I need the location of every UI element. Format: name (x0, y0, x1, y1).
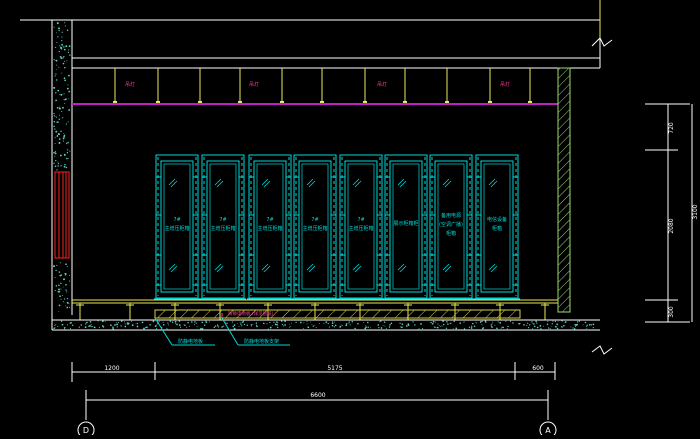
dim-right-1: 720 (668, 122, 675, 134)
ceiling-hangers (113, 68, 532, 104)
cabinet-label: 展示柜箱柜 (393, 220, 418, 227)
ceiling-tag: 吊灯 (500, 81, 510, 88)
cabinet-label: 主增压柜箱 (348, 225, 373, 232)
cabinet-label: 电信设备 (487, 216, 507, 223)
break-line-top (591, 0, 613, 47)
left-wall (51, 20, 73, 330)
cabinet-label: 柜箱 (446, 230, 456, 237)
callout-left-label: 防静电地板 (178, 338, 203, 345)
cabinet-label: 7# (311, 217, 318, 223)
floor-tag-text: 防静电地板 (详见图纸) (228, 310, 274, 317)
cabinet-label: 7# (173, 217, 180, 223)
cabinet-label: (空调广播) (439, 221, 463, 228)
axis-marker-right: A (539, 421, 557, 439)
axis-right-label: A (545, 426, 551, 435)
cabinet-label: 主增压柜箱 (164, 225, 189, 232)
right-dimensions: 720 2080 300 3100 (645, 103, 699, 323)
floor-callouts: 防静电地板 (详见图纸) 防静电地板 防静电地板支架 (154, 310, 290, 346)
cabinet: 7# 主增压柜箱 (338, 154, 384, 300)
cabinet-label: 7# (219, 217, 226, 223)
cabinet-label: 7# (357, 217, 364, 223)
dim-right-2: 2080 (668, 218, 675, 233)
ceiling-slab (20, 0, 601, 105)
dim-bottom-3: 600 (532, 365, 544, 372)
cabinet-label: 备用电源 (441, 212, 461, 219)
cabinet: 7# 主增压柜箱 (292, 154, 338, 300)
wall-concrete-hatch (53, 22, 71, 313)
cabinet: 备用电源 (空调广播) 柜箱 (428, 154, 474, 300)
ceiling-tag: 吊灯 (377, 81, 387, 88)
floor-support-hatch (154, 309, 521, 319)
dim-right-3: 300 (668, 306, 675, 318)
ceiling-tag: 吊灯 (249, 81, 259, 88)
cabinet: 7# 主增压柜箱 (247, 154, 293, 300)
cabinet-row: 7# 主增压柜箱 7# 主增压柜箱 7# 主增压柜箱 7# 主增压柜箱 7# 主增压柜箱 展示柜箱柜… (154, 154, 520, 300)
wall-opening-red (54, 171, 70, 259)
dim-right-total: 3100 (692, 204, 699, 219)
cabinet: 7# 主增压柜箱 (154, 154, 200, 300)
cabinet-label: 主增压柜箱 (257, 225, 282, 232)
raised-floor (52, 299, 600, 331)
axis-left-label: D (83, 426, 89, 435)
right-column (557, 67, 571, 313)
break-line-bottom (591, 345, 613, 355)
ceiling-tag: 吊灯 (125, 81, 135, 88)
axis-marker-left: D (77, 421, 95, 439)
dim-bottom-total: 6600 (310, 392, 325, 399)
ceiling-tags: 吊灯 吊灯 吊灯 吊灯 (125, 81, 510, 88)
callout-right-label: 防静电地板支架 (244, 338, 279, 345)
cabinet: 7# 主增压柜箱 (200, 154, 246, 300)
cabinet: 展示柜箱柜 (383, 154, 429, 300)
cabinet-label: 7# (266, 217, 273, 223)
floor-slab-hatch (53, 320, 595, 330)
cabinet-label: 主增压柜箱 (302, 225, 327, 232)
dim-bottom-2: 5175 (327, 365, 342, 372)
cabinet-label: 柜箱 (492, 225, 502, 232)
cabinet-label: 主增压柜箱 (210, 225, 235, 232)
dim-bottom-1: 1200 (104, 365, 119, 372)
bottom-dimensions: 1200 5175 600 6600 (71, 362, 556, 420)
